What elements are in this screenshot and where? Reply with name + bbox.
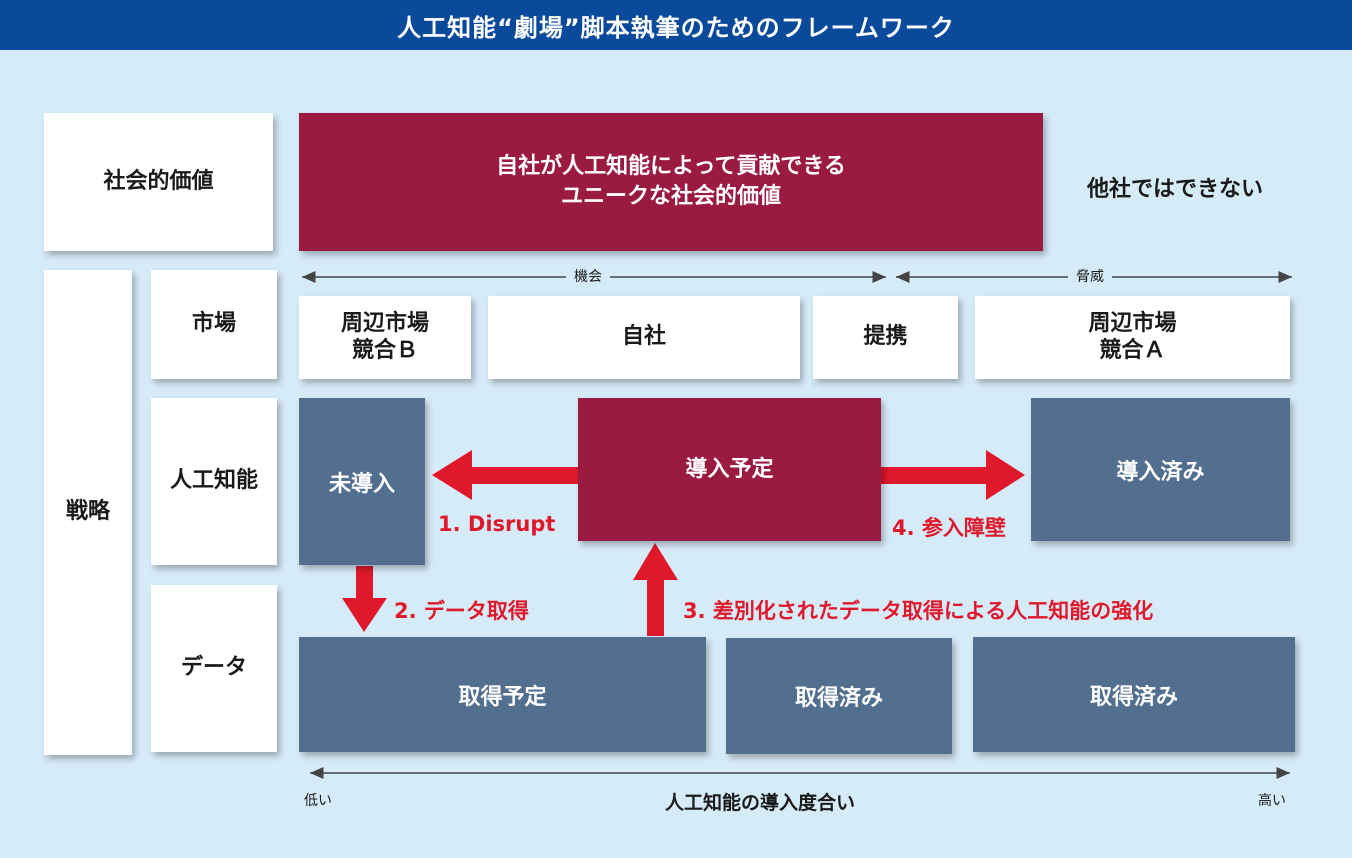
ai-planned: 導入予定 xyxy=(578,398,881,541)
adoption-axis-title: 人工知能の導入度合い xyxy=(664,792,855,814)
data-acquisition-label: 2. データ取得 xyxy=(394,599,529,623)
entry-barrier-label: 4. 参入障壁 xyxy=(892,516,1006,540)
row-label-data: データ xyxy=(151,585,277,752)
market-peripheral-b: 周辺市場 競合Ｂ xyxy=(299,296,471,379)
ai-adopted: 導入済み xyxy=(1031,398,1290,541)
data-acquired-mid: 取得済み xyxy=(726,638,952,754)
social-value-line-1: 自社が人工知能によって貢献できる xyxy=(496,154,846,180)
social-value-box: 自社が人工知能によって貢献できる ユニークな社会的価値 xyxy=(299,113,1043,251)
differentiated-arrow xyxy=(633,543,678,636)
row-label-market: 市場 xyxy=(151,270,277,379)
row-label-social-value: 社会的価値 xyxy=(44,113,273,251)
market-peripheral-a: 周辺市場 競合Ａ xyxy=(975,296,1290,379)
market-own-company: 自社 xyxy=(488,296,800,379)
disrupt-arrow xyxy=(432,450,578,500)
row-label-ai: 人工知能 xyxy=(151,398,277,565)
ai-not-adopted: 未導入 xyxy=(299,398,425,565)
threat-label: 脅威 xyxy=(1068,268,1112,286)
data-acquisition-arrow xyxy=(342,566,387,632)
adoption-high-label: 高い xyxy=(1258,793,1286,809)
data-planned: 取得予定 xyxy=(299,637,706,752)
entry-barrier-arrow xyxy=(881,450,1025,500)
others-cannot-label: 他社ではできない xyxy=(1086,177,1263,202)
adoption-low-label: 低い xyxy=(304,793,332,809)
row-label-strategy: 戦略 xyxy=(44,270,132,755)
page-title: 人工知能“劇場”脚本執筆のためのフレームワーク xyxy=(0,0,1352,50)
differentiated-label: 3. 差別化されたデータ取得による人工知能の強化 xyxy=(683,599,1154,623)
data-acquired-right: 取得済み xyxy=(973,637,1295,752)
opportunity-label: 機会 xyxy=(566,268,610,286)
social-value-line-2: ユニークな社会的価値 xyxy=(560,184,781,209)
disrupt-label: 1. Disrupt xyxy=(438,512,556,536)
market-partnership: 提携 xyxy=(813,296,958,379)
